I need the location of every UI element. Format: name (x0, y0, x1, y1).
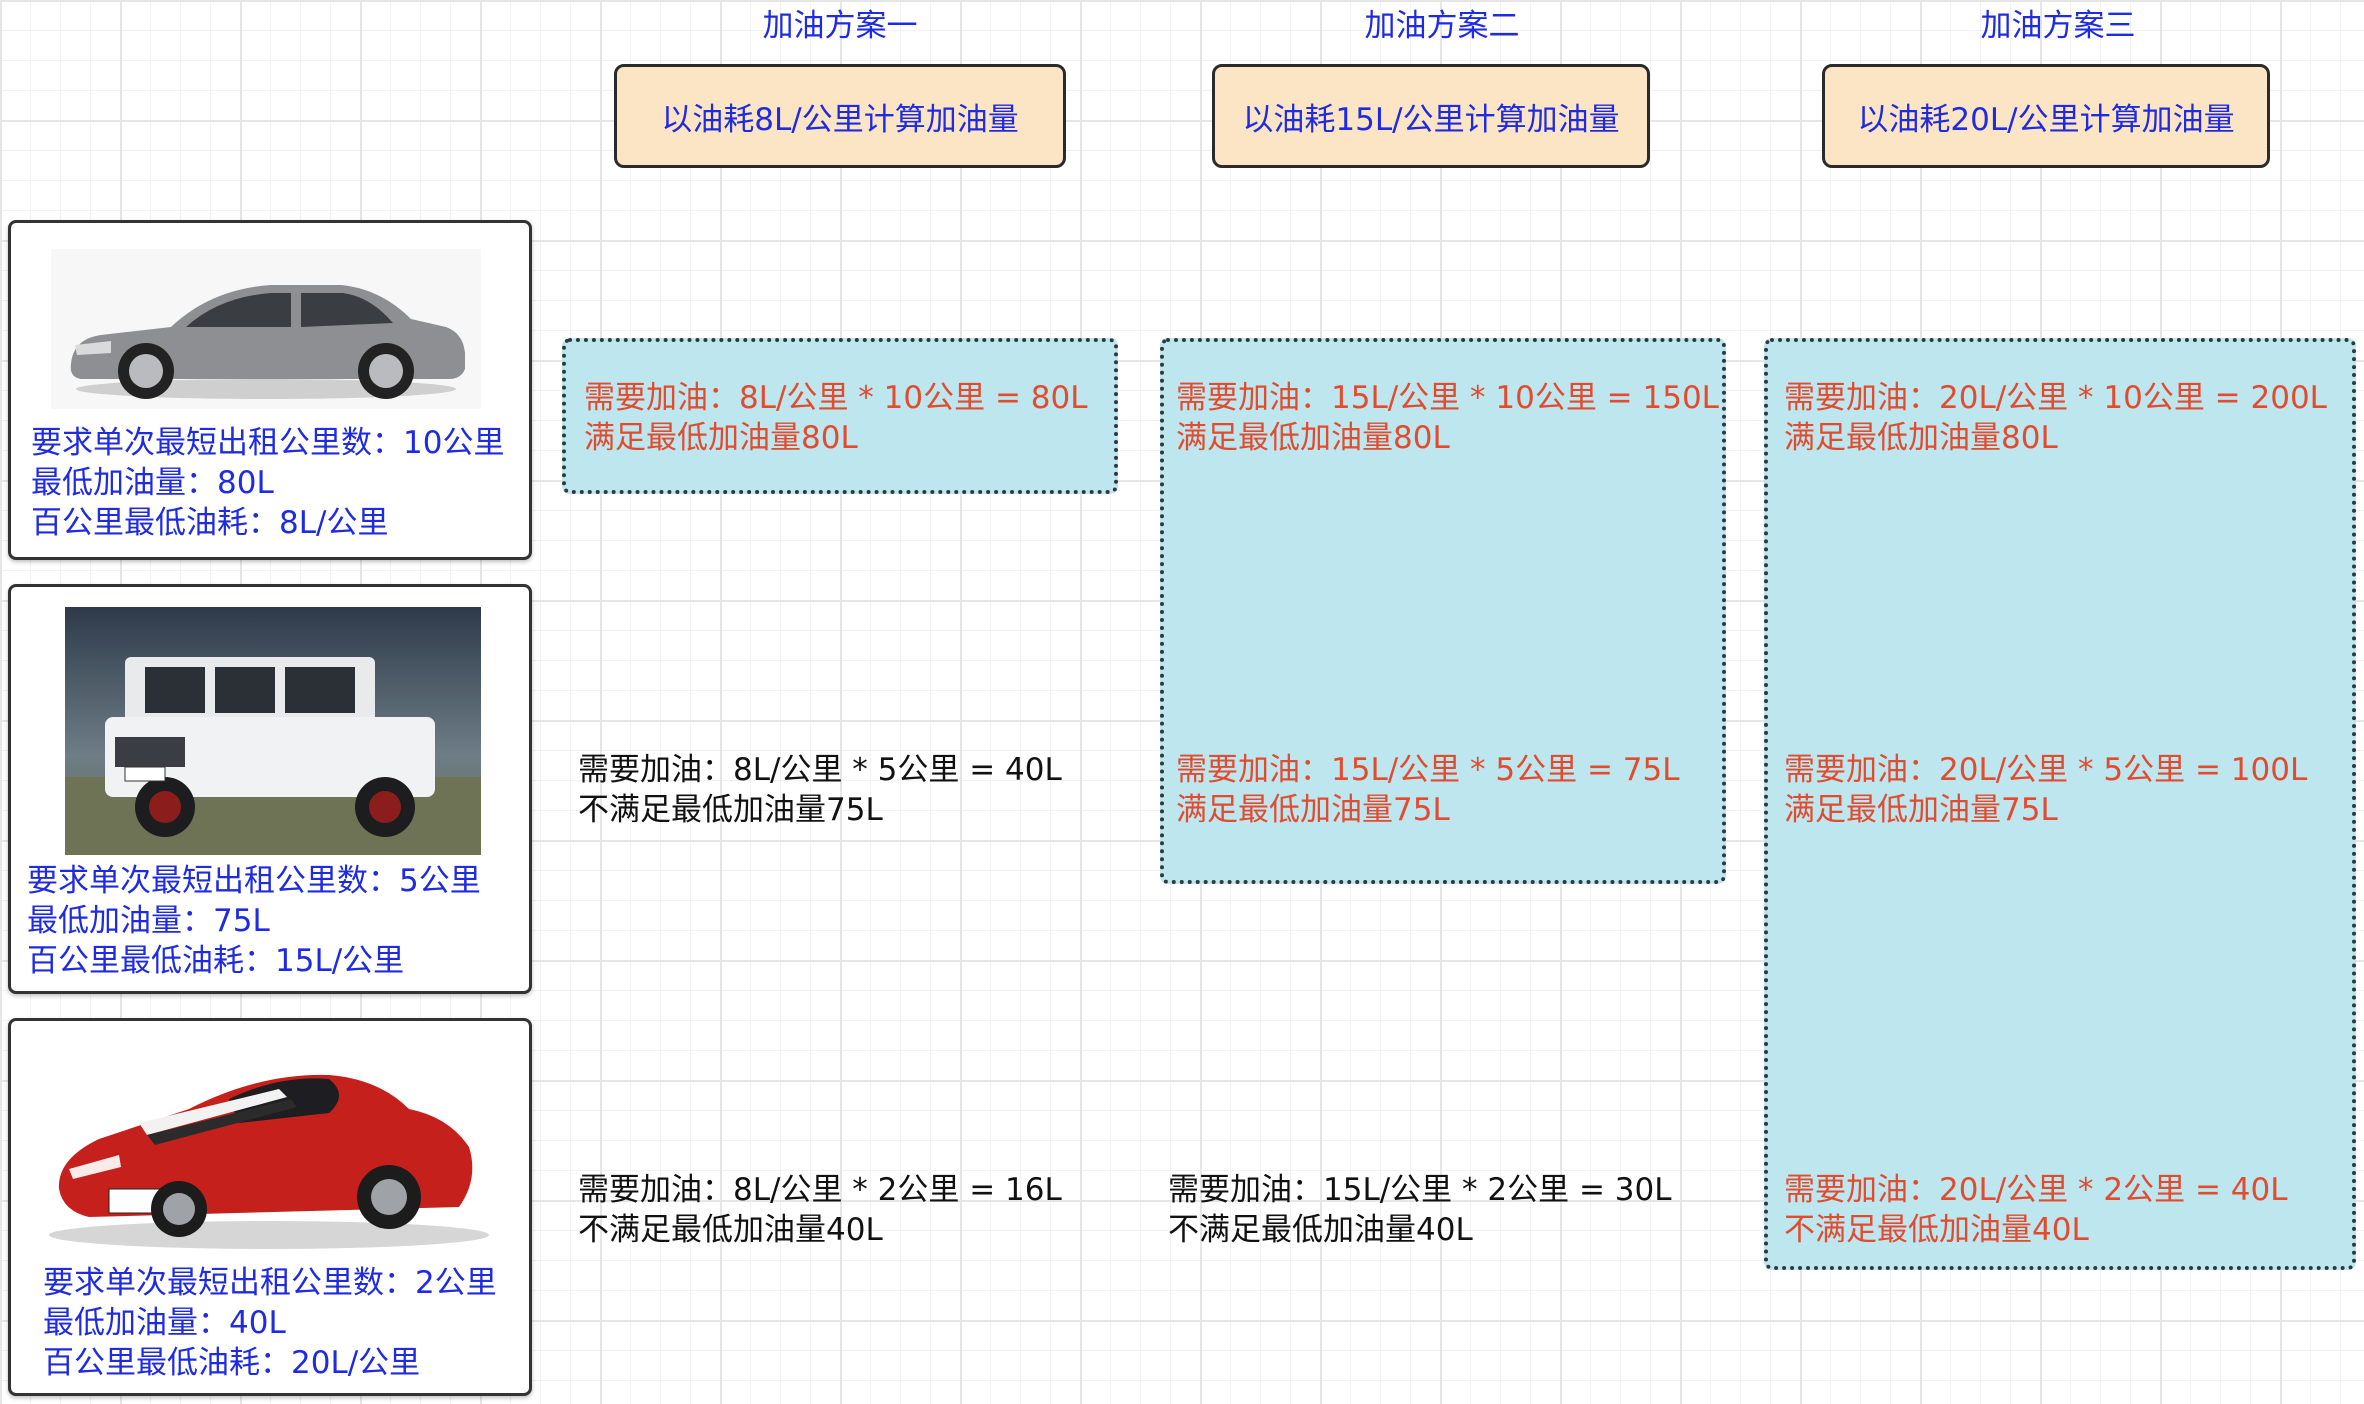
sedan-image (51, 249, 481, 409)
result-r2-plan3-verdict: 满足最低加油量75L (1784, 792, 2058, 828)
result-r1-plan3-verdict: 满足最低加油量80L (1784, 420, 2058, 456)
suv-image (65, 607, 481, 855)
car-card-sports[interactable]: 要求单次最短出租公里数：2公里 最低加油量：40L 百公里最低油耗：20L/公里 (8, 1018, 532, 1396)
zone-plan-1 (562, 338, 1118, 494)
result-r3-plan3-calc: 需要加油：20L/公里 * 2公里 = 40L (1784, 1172, 2288, 1208)
result-r1-plan1-calc: 需要加油：8L/公里 * 10公里 = 80L (584, 380, 1088, 416)
result-r2-plan3-calc: 需要加油：20L/公里 * 5公里 = 100L (1784, 752, 2308, 788)
result-r3-plan1-verdict: 不满足最低加油量40L (578, 1212, 883, 1248)
result-r1-plan2-verdict: 满足最低加油量80L (1176, 420, 1450, 456)
car-2-consumption: 百公里最低油耗：15L/公里 (27, 943, 405, 979)
plan-3-box-label: 以油耗20L/公里计算加油量 (1857, 101, 2235, 138)
result-r3-plan2-calc: 需要加油：15L/公里 * 2公里 = 30L (1168, 1172, 1672, 1208)
result-r2-plan1-verdict: 不满足最低加油量75L (578, 792, 883, 828)
plan-1-title: 加油方案一 (762, 8, 918, 44)
result-r2-plan2-verdict: 满足最低加油量75L (1176, 792, 1450, 828)
car-1-min-km: 要求单次最短出租公里数：10公里 (31, 425, 505, 461)
result-r1-plan1-verdict: 满足最低加油量80L (584, 420, 858, 456)
car-1-min-fuel: 最低加油量：80L (31, 465, 274, 501)
plan-2-title: 加油方案二 (1364, 8, 1520, 44)
car-2-min-fuel: 最低加油量：75L (27, 903, 270, 939)
result-r3-plan3-verdict: 不满足最低加油量40L (1784, 1212, 2089, 1248)
plan-3-title: 加油方案三 (1980, 8, 2136, 44)
result-r3-plan1-calc: 需要加油：8L/公里 * 2公里 = 16L (578, 1172, 1062, 1208)
result-r2-plan1-calc: 需要加油：8L/公里 * 5公里 = 40L (578, 752, 1062, 788)
car-card-suv[interactable]: 要求单次最短出租公里数：5公里 最低加油量：75L 百公里最低油耗：15L/公里 (8, 584, 532, 994)
plan-2-box[interactable]: 以油耗15L/公里计算加油量 (1212, 64, 1650, 168)
sports-car-image (29, 1039, 507, 1259)
car-3-consumption: 百公里最低油耗：20L/公里 (43, 1345, 421, 1381)
zone-plan-3 (1764, 338, 2356, 1270)
car-2-min-km: 要求单次最短出租公里数：5公里 (27, 863, 481, 899)
result-r3-plan2-verdict: 不满足最低加油量40L (1168, 1212, 1473, 1248)
result-r2-plan2-calc: 需要加油：15L/公里 * 5公里 = 75L (1176, 752, 1680, 788)
plan-3-box[interactable]: 以油耗20L/公里计算加油量 (1822, 64, 2270, 168)
zone-plan-2 (1160, 338, 1726, 884)
car-3-min-km: 要求单次最短出租公里数：2公里 (43, 1265, 497, 1301)
car-1-consumption: 百公里最低油耗：8L/公里 (31, 505, 389, 541)
car-card-sedan[interactable]: 要求单次最短出租公里数：10公里 最低加油量：80L 百公里最低油耗：8L/公里 (8, 220, 532, 560)
plan-1-box-label: 以油耗8L/公里计算加油量 (661, 101, 1019, 138)
car-3-min-fuel: 最低加油量：40L (43, 1305, 286, 1341)
plan-2-box-label: 以油耗15L/公里计算加油量 (1242, 101, 1620, 138)
result-r1-plan3-calc: 需要加油：20L/公里 * 10公里 = 200L (1784, 380, 2327, 416)
plan-1-box[interactable]: 以油耗8L/公里计算加油量 (614, 64, 1066, 168)
result-r1-plan2-calc: 需要加油：15L/公里 * 10公里 = 150L (1176, 380, 1719, 416)
